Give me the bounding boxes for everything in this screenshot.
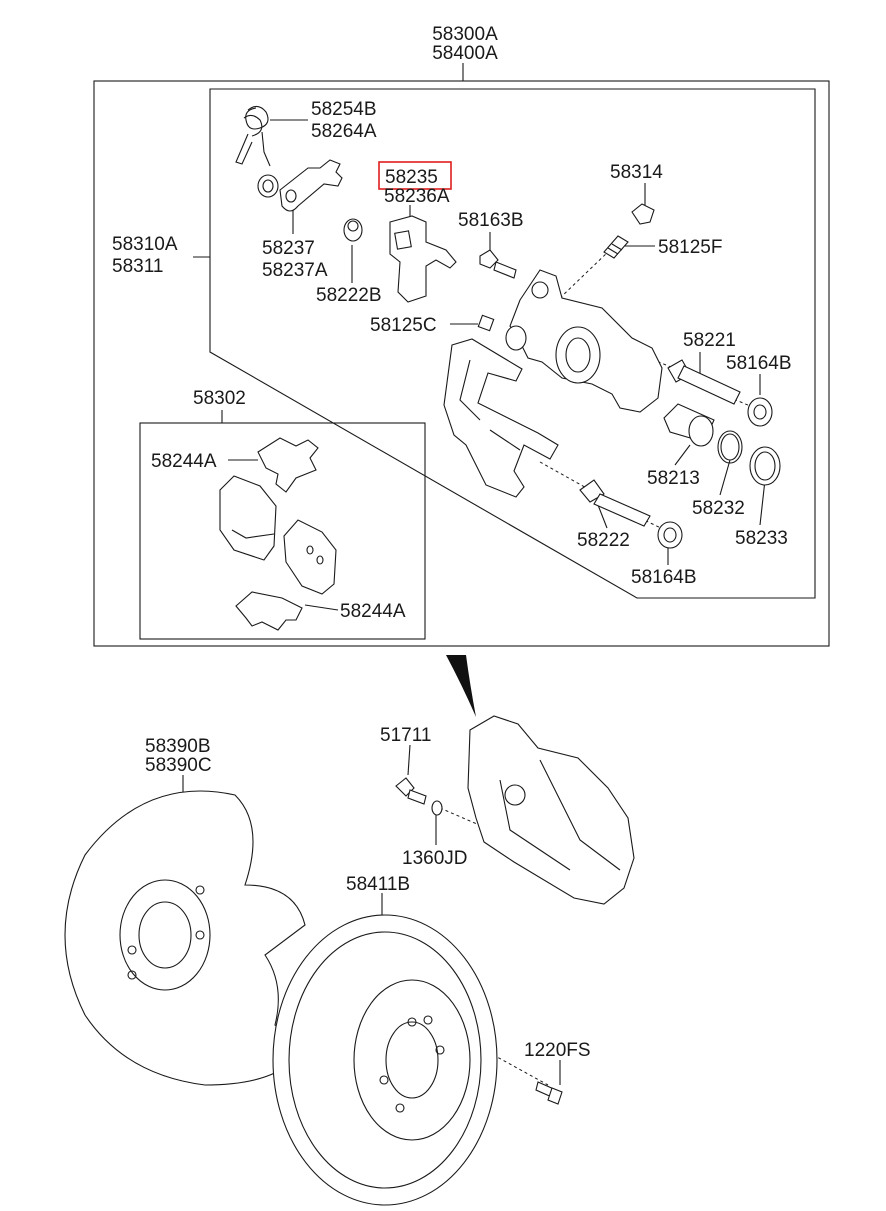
nut-58125c-part xyxy=(477,314,495,332)
label-58390b: 58390B xyxy=(145,736,211,757)
label-58221: 58221 xyxy=(683,330,736,351)
label-1360jd: 1360JD xyxy=(402,848,468,869)
bushing-part xyxy=(257,174,279,198)
label-58311: 58311 xyxy=(112,256,163,277)
dust-shield-part xyxy=(64,790,306,1086)
label-58300a: 58300A xyxy=(432,24,498,45)
shim-top-part xyxy=(257,437,319,493)
boot-58164b-bottom-part xyxy=(657,521,683,549)
label-58310a: 58310A xyxy=(112,234,178,255)
label-58244a-bottom: 58244A xyxy=(340,601,406,622)
piston-boot-part xyxy=(749,446,781,486)
label-58164b-bottom: 58164B xyxy=(631,567,697,588)
label-58125f: 58125F xyxy=(658,237,722,258)
label-58411b: 58411B xyxy=(346,874,410,895)
highlight-box xyxy=(378,161,452,190)
part-labels: 58300A 58400A 58310A 58311 58254B 58264A… xyxy=(112,24,792,1061)
seal-part xyxy=(717,430,743,464)
shim-bottom-part xyxy=(235,591,303,631)
outer-frame xyxy=(93,80,830,647)
label-58233: 58233 xyxy=(735,528,788,549)
brake-pad-left-part xyxy=(219,475,277,561)
screw-1220fs-part xyxy=(535,1081,563,1105)
label-58400a: 58400A xyxy=(432,43,498,64)
boot-58164b-top-part xyxy=(747,397,773,427)
label-58232: 58232 xyxy=(692,498,745,519)
brake-disc-part xyxy=(272,914,498,1206)
spring-part xyxy=(235,105,271,167)
bracket-part xyxy=(279,159,343,212)
label-58164b-top: 58164B xyxy=(726,353,792,374)
boot-222b-part xyxy=(343,218,363,242)
label-58244a-top: 58244A xyxy=(151,451,217,472)
assembly-arrow xyxy=(446,655,476,717)
pad-clip-part xyxy=(389,215,457,303)
label-51711: 51711 xyxy=(380,725,431,746)
label-58222b: 58222B xyxy=(316,285,382,306)
piston-part xyxy=(663,403,715,447)
label-58222: 58222 xyxy=(577,530,630,551)
label-58390c: 58390C xyxy=(145,755,212,776)
bleeder-screw-part xyxy=(603,235,629,259)
label-1220fs: 1220FS xyxy=(524,1040,591,1061)
assembled-caliper-part xyxy=(467,715,635,905)
label-58254b: 58254B xyxy=(311,99,377,120)
washer-part xyxy=(431,800,443,816)
caliper-body-part xyxy=(505,269,663,413)
guide-pin-58222-part xyxy=(579,479,651,527)
guide-pin-58221-part xyxy=(667,359,741,405)
label-58163b: 58163B xyxy=(458,210,524,231)
label-58264a: 58264A xyxy=(311,121,377,142)
label-58314: 58314 xyxy=(610,162,663,183)
label-58235: 58235 xyxy=(385,167,438,188)
label-58213: 58213 xyxy=(647,468,700,489)
label-58236a: 58236A xyxy=(384,186,450,207)
caliper-group-frame xyxy=(209,88,816,599)
brake-pad-right-part xyxy=(283,519,337,595)
pad-kit-frame xyxy=(139,422,426,640)
label-58125c: 58125C xyxy=(370,315,437,336)
label-58237a: 58237A xyxy=(262,260,328,281)
bolt-58163b-part xyxy=(479,249,517,279)
bolt-51711-part xyxy=(395,777,427,805)
label-58302: 58302 xyxy=(193,388,246,409)
carrier-bracket-part xyxy=(443,338,559,498)
label-58237: 58237 xyxy=(262,238,315,259)
bleeder-cap-part xyxy=(631,203,655,225)
